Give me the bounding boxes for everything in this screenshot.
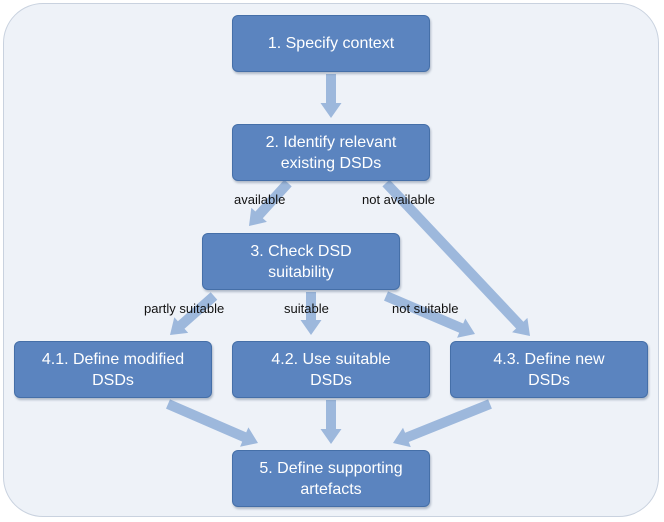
node-use-suitable-dsds: 4.2. Use suitable DSDs [232, 341, 430, 398]
node-use-line1: 4.2. Use suitable [271, 350, 391, 368]
node-supporting-line2: artefacts [300, 480, 362, 498]
node-define-supporting-artefacts: 5. Define supporting artefacts [232, 450, 430, 507]
arrow-use-to-supporting [320, 400, 342, 444]
node-modified-line2: DSDs [92, 371, 134, 389]
arrow-modified-to-supporting [166, 399, 258, 447]
node-modified-line1: 4.1. Define modified [41, 350, 185, 368]
arrow-check-to-modified-partly-suitable [170, 292, 218, 335]
node-identify-existing-dsds: 2. Identify relevant existing DSDs [232, 124, 430, 181]
node-specify-context-line1: 1. Specify context [267, 35, 395, 52]
node-new-line1: 4.3. Define new [493, 350, 605, 368]
edge-label-partly-suitable: partly suitable [144, 301, 225, 316]
arrow-context-to-identify [320, 74, 342, 118]
edge-label-not-available: not available [362, 192, 435, 207]
edge-label-available: available [234, 192, 286, 207]
node-define-new-dsds: 4.3. Define new DSDs [450, 341, 648, 398]
node-check-line1: 3. Check DSD [250, 242, 352, 260]
node-identify-line2: existing DSDs [280, 154, 382, 172]
node-check-line2: suitability [268, 263, 334, 281]
node-new-line2: DSDs [528, 371, 570, 389]
node-check-suitability: 3. Check DSD suitability [202, 233, 400, 290]
edge-label-not-suitable: not suitable [392, 301, 459, 316]
node-supporting-line1: 5. Define supporting [259, 459, 403, 477]
arrow-new-to-supporting [393, 399, 492, 448]
node-define-modified-dsds: 4.1. Define modified DSDs [14, 341, 212, 398]
arrow-identify-to-new-not-available [382, 179, 530, 336]
node-use-line2: DSDs [310, 371, 352, 389]
arrow-identify-to-check-available [249, 179, 292, 226]
node-specify-context: 1. Specify context [232, 15, 430, 72]
arrow-check-to-use-suitable [300, 292, 322, 335]
arrow-check-to-new-not-suitable [384, 291, 475, 338]
edge-label-suitable: suitable [284, 301, 329, 316]
node-identify-line1: 2. Identify relevant [265, 133, 397, 151]
